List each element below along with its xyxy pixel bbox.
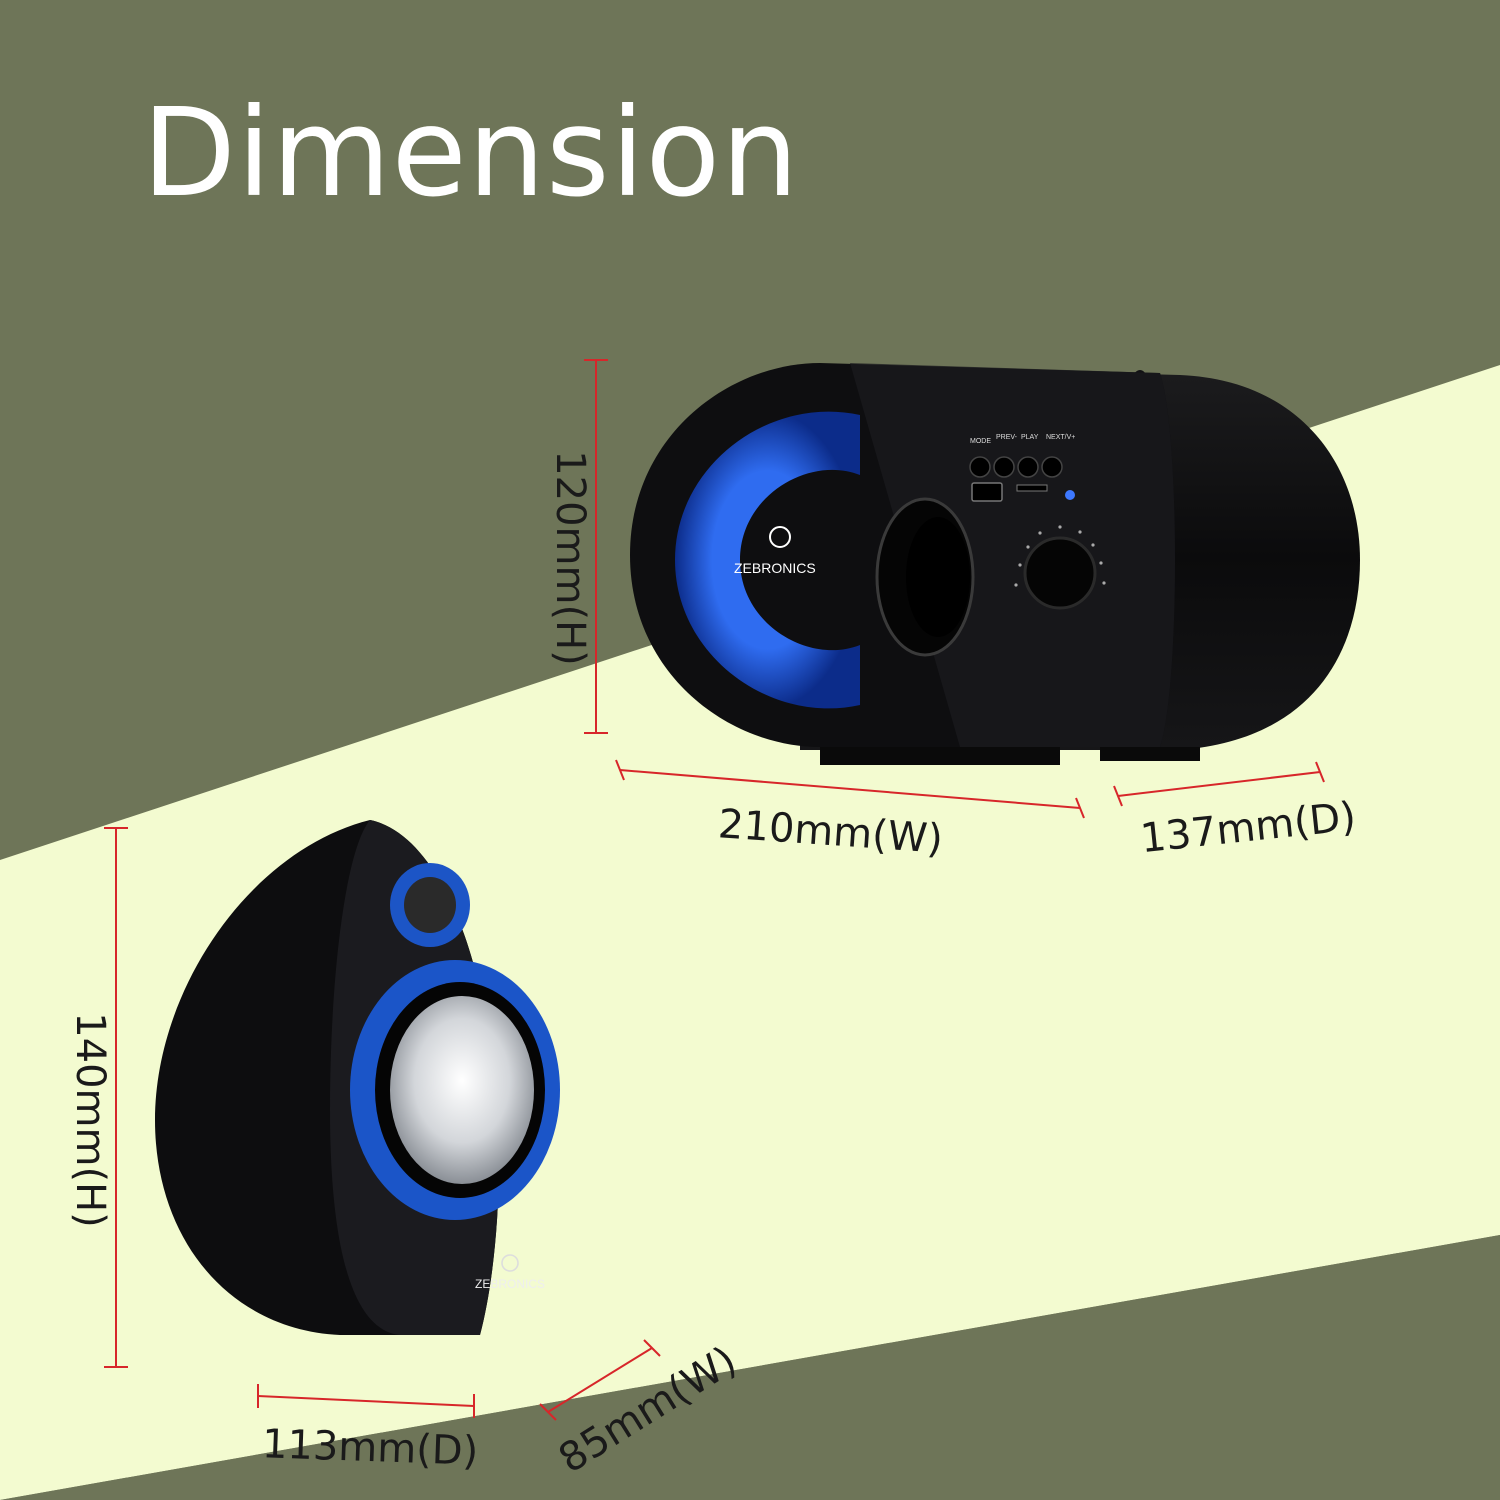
sat-depth-line — [257, 1395, 475, 1407]
page-title: Dimension — [142, 82, 800, 224]
svg-text:MODE: MODE — [970, 438, 991, 445]
svg-text:PREV-: PREV- — [996, 434, 1018, 441]
sat-width-line — [547, 1347, 653, 1413]
subwoofer-illustration: MODE PREV- PLAY NEXT/V+ ZEBRONICS — [630, 363, 1360, 765]
subwoofer-brand: ZEBRONICS — [734, 560, 816, 576]
sat-height-label: 140mm(H) — [66, 1012, 113, 1228]
svg-text:PLAY: PLAY — [1021, 434, 1039, 441]
svg-text:NEXT/V+: NEXT/V+ — [1046, 434, 1075, 441]
sat-depth-label: 113mm(D) — [261, 1421, 480, 1475]
sub-width-line — [619, 769, 1081, 809]
sub-height-label: 120mm(H) — [546, 450, 593, 666]
sub-depth-line — [1117, 771, 1321, 797]
satellite-speaker-illustration: ZEBRONICS — [155, 820, 560, 1335]
satellite-brand: ZEBRONICS — [475, 1277, 545, 1291]
